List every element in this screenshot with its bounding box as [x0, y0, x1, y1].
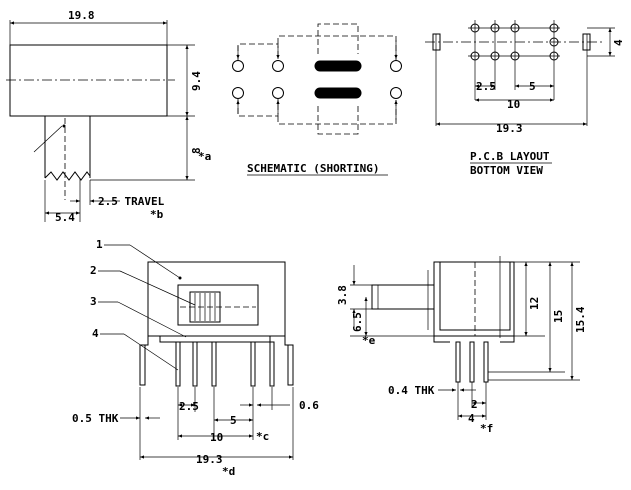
front-pitch2-label: 5 — [230, 414, 237, 427]
side-lever-pos-label: 6.5 — [351, 312, 364, 332]
front-span-label: 10 — [210, 431, 223, 444]
callout-2: 2 — [90, 264, 97, 277]
pcb-caption-line1: P.C.B LAYOUT — [470, 150, 550, 163]
width-label: 19.8 — [68, 9, 95, 22]
pcb-layout-view: 4 2.5 5 10 19.3 P.C.B LAYOUT BOTTOM VIEW — [425, 20, 625, 177]
front-pitch1-label: 2.5 — [179, 400, 199, 413]
front-total-label: 19.3 — [196, 453, 223, 466]
side-lever-pos-note: *e — [362, 334, 376, 347]
side-mid-h-label: 15 — [552, 310, 565, 323]
lever-label: 8 — [190, 147, 203, 154]
side-lever — [371, 284, 435, 310]
side-pin-span-label: 4 — [468, 412, 475, 425]
side-pin-note: *f — [480, 422, 493, 435]
contact-circle — [272, 87, 284, 99]
side-pin — [483, 341, 489, 383]
contact-circle — [390, 87, 402, 99]
lever-leader — [33, 125, 63, 153]
schematic-caption: SCHEMATIC (SHORTING) — [247, 162, 379, 175]
pcb-total-label: 19.3 — [496, 122, 523, 135]
mount-slot-right — [582, 33, 591, 51]
side-thk-label: 0.4 THK — [388, 384, 435, 397]
lever-note: *a — [198, 150, 211, 163]
contact-circle — [390, 60, 402, 72]
lever-break-line — [44, 171, 91, 181]
front-thk-label: 0.5 THK — [72, 412, 119, 425]
offset-label: 5.4 — [55, 211, 75, 224]
height-label: 9.4 — [190, 71, 203, 91]
slider-window — [177, 284, 259, 326]
contact-circle — [272, 60, 284, 72]
switch-body-outline — [9, 44, 168, 117]
callout-1: 1 — [96, 238, 103, 251]
front-span-note: *c — [256, 430, 269, 443]
front-view: 1 2 3 4 0.5 THK 2.5 5 0.6 10 *c 19.3 *d — [72, 238, 319, 478]
side-lever-h-label: 3.8 — [336, 285, 349, 305]
pcb-pitch2-label: 5 — [529, 80, 536, 93]
side-body-outline — [433, 261, 515, 337]
contact-circle — [232, 87, 244, 99]
travel-label: 2.5 TRAVEL — [98, 195, 165, 208]
pcb-height-label: 4 — [612, 39, 625, 46]
travel-note: *b — [150, 208, 164, 221]
side-pin — [469, 341, 475, 383]
lever-outline — [44, 116, 91, 178]
callout-4: 4 — [92, 327, 99, 340]
schematic-view: SCHEMATIC (SHORTING) — [232, 23, 402, 176]
pcb-caption-line2: BOTTOM VIEW — [470, 164, 543, 177]
mount-slot-left — [432, 33, 441, 51]
pins — [175, 341, 275, 387]
side-view: 3.8 6.5 *e 12 15 15.4 0.4 THK 2 4 *f — [336, 256, 587, 435]
contact-circle — [232, 60, 244, 72]
side-body-h-label: 12 — [528, 297, 541, 310]
pcb-span-label: 10 — [507, 98, 520, 111]
front-total-note: *d — [222, 465, 235, 478]
top-view: 19.8 9.4 8 *a 5.4 2.5 TRAVEL *b — [6, 9, 211, 224]
side-pin — [455, 341, 461, 383]
pcb-pitch1-label: 2.5 — [476, 80, 496, 93]
callout-3: 3 — [90, 295, 97, 308]
side-pin-pitch-label: 2 — [471, 398, 478, 411]
front-pin-label: 0.6 — [299, 399, 319, 412]
side-total-h-label: 15.4 — [574, 306, 587, 333]
